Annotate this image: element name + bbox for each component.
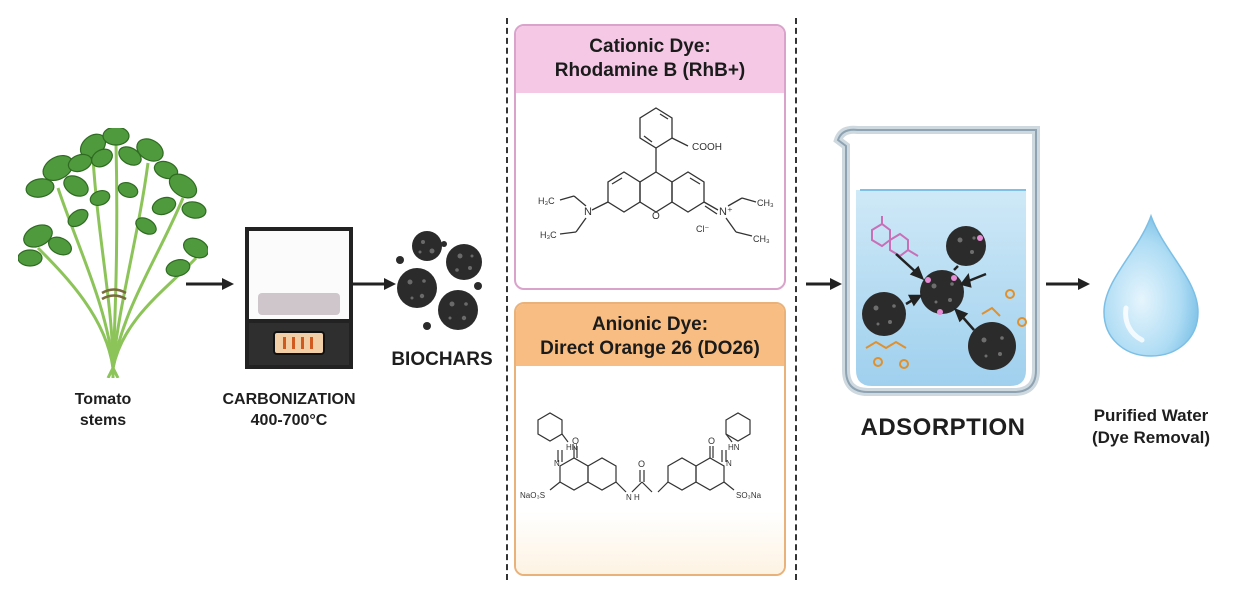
n-right-label: N — [726, 459, 732, 468]
adsorption-label: ADSORPTION — [860, 414, 1026, 441]
ch3-bottom-label: CH₃ — [753, 234, 770, 244]
chloride-label: Cl⁻ — [696, 224, 709, 234]
n-left-label: N — [584, 206, 592, 218]
tomato-plant-icon — [18, 128, 208, 378]
o-right-label: O — [708, 436, 715, 446]
cooh-label: COOH — [692, 142, 722, 153]
n-right-label: N⁺ — [719, 206, 733, 218]
anionic-dye-card: Anionic Dye: Direct Orange 26 (DO26) — [514, 302, 786, 576]
beaker-icon — [833, 125, 1040, 396]
biochars-label: BIOCHARS — [391, 349, 493, 370]
anionic-dye-title: Anionic Dye: Direct Orange 26 (DO26) — [516, 304, 784, 371]
o-left-label: O — [572, 436, 579, 446]
divider-right — [795, 18, 797, 580]
arrow-icon — [1046, 278, 1090, 290]
h3c-top-label: H₃C — [538, 196, 555, 206]
o-urea-label: O — [638, 459, 645, 469]
divider-left — [506, 18, 508, 580]
arrow-icon — [186, 278, 234, 290]
purified-water-label: Purified Water (Dye Removal) — [1091, 406, 1211, 447]
n-left-label: N — [554, 459, 560, 468]
cationic-dye-card: Cationic Dye: Rhodamine B (RhB+) — [514, 24, 786, 290]
ch3-top-label: CH₃ — [757, 198, 774, 208]
rhodamine-b-structure: COOH O N N⁺ H₃C H₃C CH₃ CH₃ Cl⁻ — [538, 107, 774, 244]
carbonization-label: CARBONIZATION 400-700°C — [222, 391, 356, 429]
biochar-particles-icon — [396, 231, 482, 330]
cationic-dye-title: Cationic Dye: Rhodamine B (RhB+) — [516, 26, 784, 93]
direct-orange-26-structure: HN N O NaO₃S N H O O HN N SO₃Na — [520, 412, 762, 502]
oxygen-label: O — [652, 211, 660, 222]
furnace-icon — [245, 227, 353, 369]
hn-left-label: HN — [566, 443, 578, 452]
arrow-icon — [352, 278, 396, 290]
nao3s-label: NaO₃S — [520, 491, 545, 500]
arrow-icon — [806, 278, 842, 290]
plant-label: Tomato stems — [74, 391, 132, 429]
so3na-label: SO₃Na — [736, 491, 762, 500]
hn-right-label: HN — [728, 443, 740, 452]
water-drop-icon — [1103, 213, 1199, 357]
urea-nh-label: N H — [626, 493, 640, 502]
h3c-bottom-label: H₃C — [540, 230, 557, 240]
